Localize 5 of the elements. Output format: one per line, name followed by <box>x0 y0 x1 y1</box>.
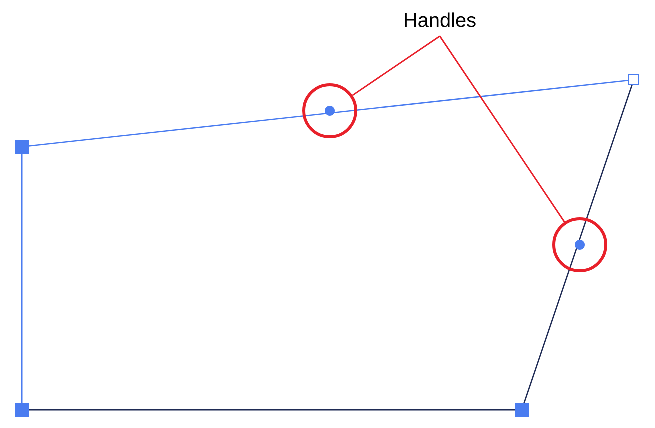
highlight-circle <box>302 84 358 138</box>
leader-line <box>352 36 440 96</box>
callout-label: Handles <box>405 12 476 28</box>
highlight-circle <box>552 218 608 272</box>
leader-line <box>439 36 566 223</box>
